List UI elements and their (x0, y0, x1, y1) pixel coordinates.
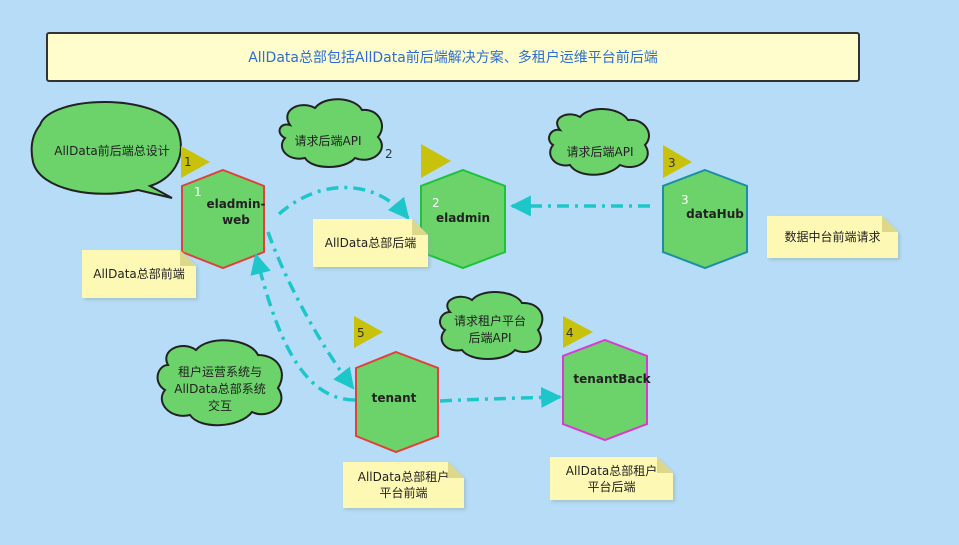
note-tenant-frontend-text: AllData总部租户 平台前端 (343, 462, 464, 508)
node-tenantback[interactable]: tenantBack (562, 338, 652, 442)
note-frontend-label: AllData总部前端 (93, 267, 185, 281)
floating-number: 2 (385, 147, 393, 161)
note-tenant-frontend-label-2: 平台前端 (379, 486, 428, 500)
cloud-api-request-2: 请求后端API (548, 108, 650, 176)
node-tenantback-label: tenantBack (573, 372, 651, 386)
flag-tenantback-num: 4 (566, 326, 574, 340)
node-eladmin-web-label-2: web (222, 213, 250, 227)
cloud-ops-text-3: 交互 (208, 398, 232, 413)
cloud-ops-interaction: 租户运营系统与 AllData总部系统 交互 (156, 339, 283, 427)
note-tenant-backend-text: AllData总部租户 平台后端 (550, 457, 673, 500)
cloud-api-request-1: 请求后端API (278, 98, 383, 168)
note-datahub-request-label: 数据中台前端请求 (784, 230, 881, 244)
arrow-eladmin-web-to-eladmin (277, 185, 410, 220)
note-frontend (82, 250, 196, 298)
title-banner: AllData总部包括AllData前后端解决方案、多租户运维平台前后端 (46, 32, 860, 82)
speech-bubble-text: AllData前后端总设计 (54, 143, 170, 158)
arrow-tenant-to-eladmin-web (250, 252, 356, 402)
cloud-api-request-2-text: 请求后端API (567, 145, 634, 159)
flag-eladmin (421, 144, 451, 178)
flag-eladmin-web-num: 1 (184, 155, 192, 169)
node-datahub[interactable]: 3 dataHub (662, 168, 748, 270)
note-backend (313, 219, 428, 267)
arrow-eladmin-web-to-tenant (266, 231, 355, 390)
cloud-ops-text-2: AllData总部系统 (174, 381, 266, 396)
note-backend-label: AllData总部后端 (324, 236, 417, 250)
cloud-api-request-1-text: 请求后端API (295, 134, 362, 148)
flag-eladmin-web: 1 (181, 146, 210, 178)
note-tenant-backend-label-1: AllData总部租户 (565, 463, 658, 478)
note-datahub-request-text: 数据中台前端请求 (767, 216, 898, 258)
note-datahub-request (767, 216, 898, 258)
node-eladmin-web-label-1: eladmin- (206, 197, 265, 211)
flag-datahub: 3 (663, 145, 692, 178)
note-tenant-frontend (343, 462, 464, 508)
flag-datahub-num: 3 (668, 156, 676, 170)
title-text: AllData总部包括AllData前后端解决方案、多租户运维平台前后端 (248, 50, 658, 66)
cloud-tenant-api-text-2: 后端API (469, 331, 512, 345)
node-datahub-num: 3 (681, 193, 689, 207)
note-tenant-backend-label-2: 平台后端 (587, 479, 636, 494)
cloud-tenant-api: 请求租户平台 后端API (438, 291, 544, 360)
node-eladmin-label: eladmin (436, 211, 490, 225)
note-tenant-backend (550, 457, 673, 500)
node-eladmin[interactable]: 2 eladmin (420, 168, 506, 270)
speech-bubble: AllData前后端总设计 (30, 101, 182, 199)
node-eladmin-num: 2 (432, 196, 440, 210)
flag-tenant-num: 5 (357, 326, 365, 340)
node-tenant[interactable]: tenant (355, 350, 439, 454)
note-tenant-frontend-label-1: AllData总部租户 (357, 470, 450, 484)
flag-tenantback: 4 (563, 316, 593, 348)
note-backend-text: AllData总部后端 (313, 219, 428, 267)
arrow-tenant-to-tenantback (439, 386, 563, 408)
node-tenant-label: tenant (372, 391, 417, 405)
node-eladmin-web[interactable]: 1 eladmin- web (181, 168, 266, 270)
cloud-tenant-api-text-1: 请求租户平台 (454, 313, 526, 328)
node-datahub-label: dataHub (686, 207, 744, 221)
note-frontend-text: AllData总部前端 (82, 250, 196, 298)
flag-tenant: 5 (354, 316, 383, 348)
cloud-ops-text-1: 租户运营系统与 (178, 364, 262, 379)
node-eladmin-web-num: 1 (194, 185, 202, 199)
